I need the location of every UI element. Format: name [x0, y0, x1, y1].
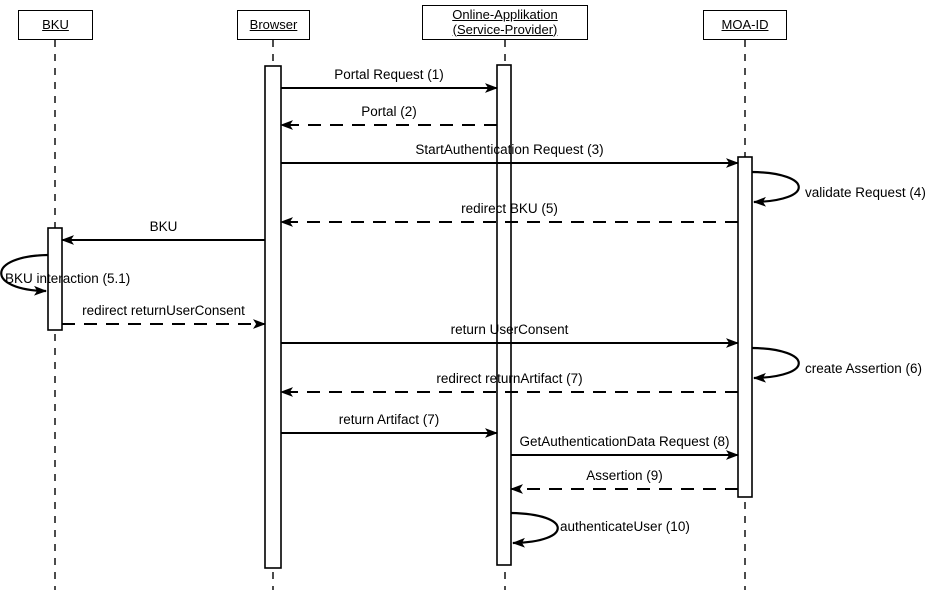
message-label: Portal (2) — [361, 104, 417, 119]
message-label: GetAuthenticationData Request (8) — [519, 434, 730, 449]
message-label: StartAuthentication Request (3) — [415, 142, 604, 157]
actor-box-bku[interactable]: BKU — [18, 10, 93, 40]
self-message-loop-2 — [751, 346, 800, 383]
actor-box-browser[interactable]: Browser — [237, 10, 310, 40]
message-label: BKU — [149, 219, 178, 234]
message-arrows-group — [61, 83, 739, 494]
actor-label-oa: Online-Applikation (Service-Provider) — [452, 6, 558, 37]
actor-label-browser: Browser — [249, 16, 298, 32]
self-message-label: validate Request (4) — [805, 185, 926, 200]
message-label: return Artifact (7) — [338, 412, 440, 427]
activation-bars-group — [47, 64, 753, 569]
self-message-label: authenticateUser (10) — [560, 519, 690, 534]
self-message-loop-0 — [751, 170, 800, 207]
message-label: redirect returnUserConsent — [82, 303, 245, 318]
actor-box-oa[interactable]: Online-Applikation (Service-Provider) — [422, 5, 588, 40]
self-message-loop-1 — [0, 253, 49, 296]
message-label: return UserConsent — [450, 322, 569, 337]
message-label: redirect BKU (5) — [461, 201, 558, 216]
message-label: Assertion (9) — [586, 468, 663, 483]
actor-label-bku: BKU — [42, 16, 69, 32]
activation-bar-bku — [47, 227, 63, 331]
self-message-label: create Assertion (6) — [805, 361, 923, 376]
self-message-label: BKU interaction (5.1) — [5, 271, 131, 286]
self-message-loop-3 — [510, 511, 559, 548]
actor-label-moaid: MOA-ID — [721, 16, 769, 32]
activation-bar-moaid — [737, 156, 753, 498]
message-label: Portal Request (1) — [334, 67, 444, 82]
activation-bar-browser — [264, 65, 282, 569]
message-label: redirect returnArtifact (7) — [436, 371, 583, 386]
self-message-loops-group — [0, 170, 800, 548]
activation-bar-oa — [496, 64, 512, 566]
actor-box-moaid[interactable]: MOA-ID — [703, 10, 787, 40]
